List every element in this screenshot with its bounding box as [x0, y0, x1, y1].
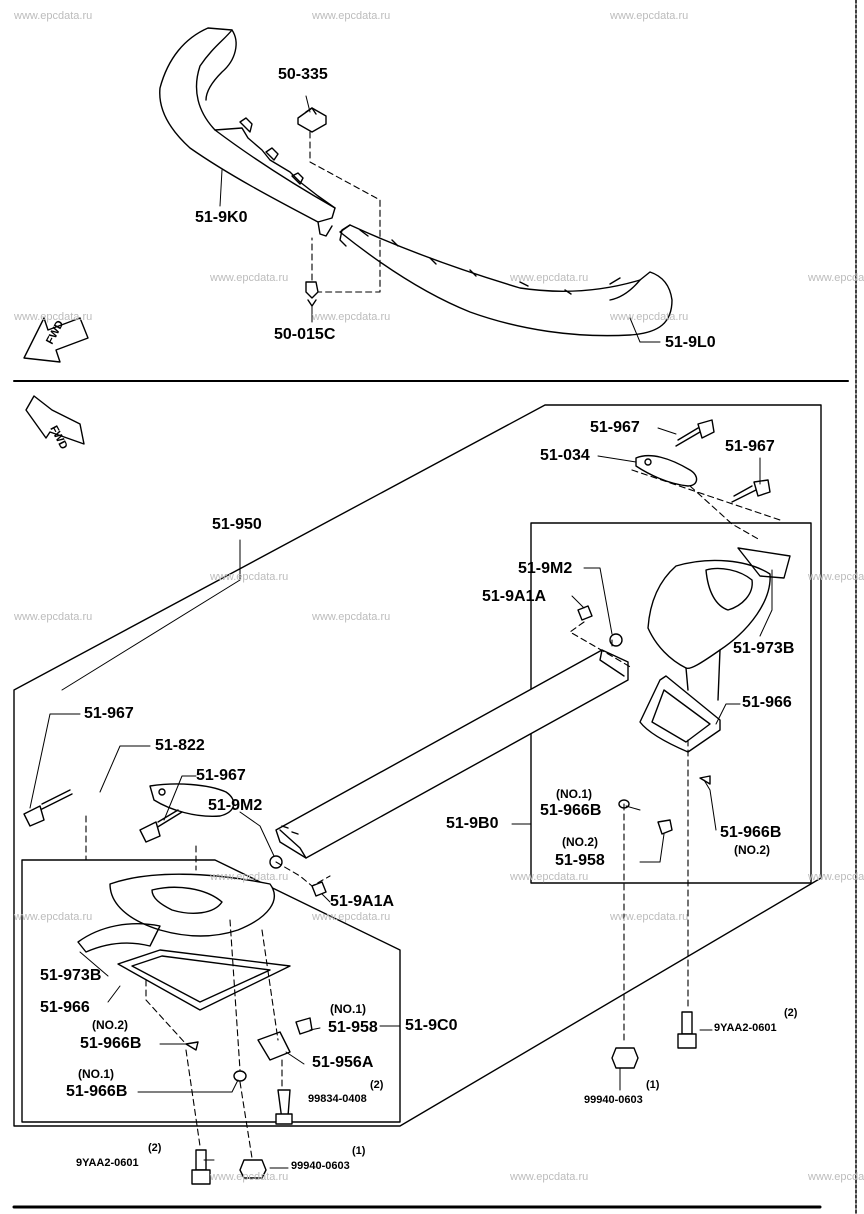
screw-50-015C — [305, 281, 319, 307]
callout-51-958: 51-958 — [328, 1019, 378, 1036]
washer-51-966B-no1-left — [233, 1070, 247, 1082]
screw-99834-0408 — [275, 1089, 293, 1125]
washer-51-966B-no2-left — [185, 1041, 199, 1051]
bolt-51-967-right — [731, 479, 771, 503]
callout-50-335: 50-335 — [278, 66, 328, 83]
callout-51-9M2: 51-9M2 — [518, 560, 573, 577]
note-no1: (NO.1) — [556, 787, 592, 801]
callout-51-9L0: 51-9L0 — [665, 334, 716, 351]
callout-51-966: 51-966 — [40, 999, 90, 1016]
note-no2: (NO.2) — [92, 1018, 128, 1032]
callout-51-967: 51-967 — [590, 419, 640, 436]
watermark: www.epcdata.ru — [210, 272, 289, 284]
callout-51-967: 51-967 — [84, 705, 134, 722]
nut-51-958-no2-right — [657, 819, 673, 835]
watermark: www.epcdata.ru — [808, 1171, 864, 1183]
front-lip-left-part — [159, 27, 336, 237]
watermark: www.epcdata.ru — [210, 871, 289, 883]
watermark: www.epcdata.ru — [312, 10, 391, 22]
bracket-51-956A — [257, 1031, 291, 1061]
callout-51-9A1A: 51-9A1A — [330, 893, 395, 910]
watermark: www.epcdata.ru — [510, 871, 589, 883]
note-qty: (2) — [148, 1142, 162, 1154]
note-qty: (2) — [784, 1007, 798, 1019]
note-qty: (1) — [646, 1079, 660, 1091]
bolt-9YAA2-0601-left — [191, 1149, 211, 1185]
fwd-arrow-top — [23, 317, 89, 363]
callout-99940-0603: 99940-0603 — [291, 1160, 350, 1172]
note-qty: (1) — [352, 1145, 366, 1157]
watermark: www.epcdata.ru — [312, 311, 391, 323]
gasket-51-973B-right — [737, 547, 791, 579]
callout-51-967: 51-967 — [725, 438, 775, 455]
bolt-51-967-top — [675, 419, 715, 447]
callout-99834-0408: 99834-0408 — [308, 1093, 367, 1105]
callout-50-015C: 50-015C — [274, 326, 336, 343]
clip-51-9A1A-upper — [577, 605, 593, 621]
callout-51-967: 51-967 — [196, 767, 246, 784]
leader — [305, 95, 311, 113]
callout-51-9B0: 51-9B0 — [446, 815, 499, 832]
watermark: www.epcdata.ru — [510, 272, 589, 284]
callout-51-958: 51-958 — [555, 852, 605, 869]
note-no2: (NO.2) — [734, 843, 770, 857]
nut-99940-0603-left — [239, 1159, 267, 1179]
callout-51-973B: 51-973B — [733, 640, 795, 657]
callout-51-966B: 51-966B — [720, 824, 782, 841]
clip-50-335 — [297, 107, 327, 133]
watermark: www.epcdata.ru — [312, 611, 391, 623]
watermark: www.epcdata.ru — [610, 911, 689, 923]
callout-99940-0603: 99940-0603 — [584, 1094, 643, 1106]
callout-51-9A1A: 51-9A1A — [482, 588, 547, 605]
watermark: www.epcdata.ru — [610, 311, 689, 323]
callout-9YAA2-0601: 9YAA2-0601 — [76, 1157, 139, 1169]
watermark: www.epcdata.ru — [14, 911, 93, 923]
front-lip-right-part — [339, 224, 673, 337]
callout-51-973B: 51-973B — [40, 967, 102, 984]
watermark: www.epcdata.ru — [610, 10, 689, 22]
callout-51-9M2: 51-9M2 — [208, 797, 263, 814]
fwd-arrow-bottom — [25, 395, 85, 445]
watermark: www.epcdata.ru — [14, 311, 93, 323]
clip-51-9A1A-lower — [311, 881, 327, 897]
nut-99940-0603-right — [611, 1047, 639, 1069]
watermark: www.epcdata.ru — [14, 10, 93, 22]
callout-51-822: 51-822 — [155, 737, 205, 754]
callout-51-966B: 51-966B — [66, 1083, 128, 1100]
watermark: www.epcdata.ru — [510, 1171, 589, 1183]
bolt-51-967-left-b — [139, 809, 183, 843]
gasket-51-966-left — [117, 949, 291, 1011]
note-qty: (2) — [370, 1079, 384, 1091]
watermark: www.epcdata.ru — [210, 1171, 289, 1183]
mount-right-bracket — [647, 559, 771, 701]
callout-51-966B: 51-966B — [80, 1035, 142, 1052]
grommet-51-9M2-upper — [609, 633, 623, 647]
bolt-9YAA2-0601-right — [677, 1011, 697, 1049]
callout-9YAA2-0601: 9YAA2-0601 — [714, 1022, 777, 1034]
callout-51-956A: 51-956A — [312, 1054, 374, 1071]
watermark: www.epcdata.ru — [808, 871, 864, 883]
bolt-51-967-left-a — [23, 789, 73, 827]
callout-51-966: 51-966 — [742, 694, 792, 711]
mount-left-bracket — [109, 873, 275, 937]
assembly-outline-51-950 — [13, 404, 822, 1127]
watermark: www.epcdata.ru — [808, 571, 864, 583]
watermark: www.epcdata.ru — [14, 611, 93, 623]
watermark: www.epcdata.ru — [808, 272, 864, 284]
callout-51-9C0: 51-9C0 — [405, 1017, 458, 1034]
cover-51-034 — [635, 454, 698, 487]
callout-51-966B: 51-966B — [540, 802, 602, 819]
callout-51-034: 51-034 — [540, 447, 590, 464]
gasket-51-973B-left — [77, 923, 161, 953]
note-no1: (NO.1) — [330, 1002, 366, 1016]
callout-51-950: 51-950 — [212, 516, 262, 533]
watermark: www.epcdata.ru — [312, 911, 391, 923]
note-no1: (NO.1) — [78, 1067, 114, 1081]
gasket-51-966-right — [639, 675, 721, 753]
callout-51-9K0: 51-9K0 — [195, 209, 248, 226]
note-no2: (NO.2) — [562, 835, 598, 849]
watermark: www.epcdata.ru — [210, 571, 289, 583]
